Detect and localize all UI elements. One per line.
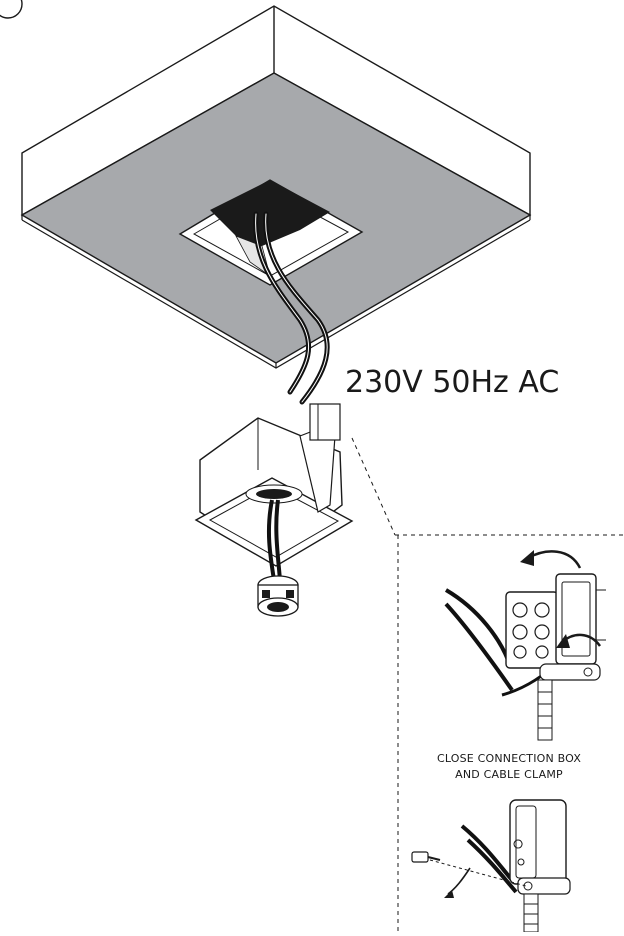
screw-icon <box>411 851 429 863</box>
cable-clamp-closed <box>517 877 571 895</box>
mains-cable-bundle <box>253 211 330 405</box>
closed-connection-box <box>411 799 571 933</box>
close-lid-arrow <box>527 550 582 569</box>
tighten-arrow <box>447 867 471 895</box>
screw-insertion-path <box>429 859 527 887</box>
instruction-line-2: AND CABLE CLAMP <box>455 768 563 781</box>
instruction-line-1: CLOSE CONNECTION BOX <box>437 752 581 765</box>
downlight-fixture <box>194 403 354 617</box>
step-number-marker <box>0 0 23 19</box>
open-connection-box <box>444 550 606 741</box>
connector-block <box>309 403 341 441</box>
ceiling-cutout <box>178 179 364 286</box>
detail-callout <box>351 437 624 932</box>
cable-clamp <box>539 663 601 681</box>
connection-box-closed <box>509 799 567 885</box>
voltage-label: 230V 50Hz AC <box>345 365 559 400</box>
